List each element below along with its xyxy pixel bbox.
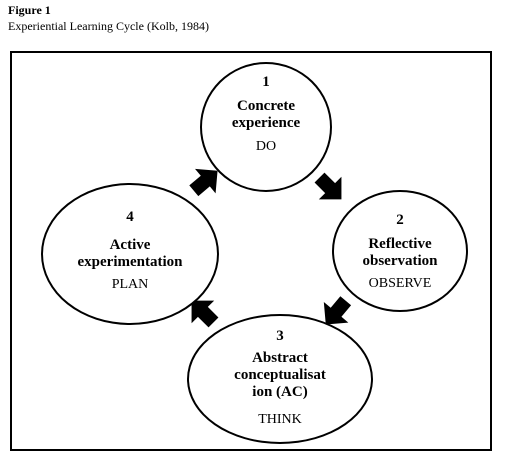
stage-1-number: 1: [262, 74, 270, 90]
stage-3-action: THINK: [258, 412, 302, 427]
stage-4-ellipse: 4 Active experimentation PLAN: [41, 183, 219, 325]
stage-4-title: Active experimentation: [77, 237, 183, 270]
stage-1-action: DO: [255, 139, 277, 154]
diagram-frame: [10, 51, 492, 451]
stage-2-ellipse: 2 Reflective observation OBSERVE: [332, 190, 468, 312]
stage-1-title: Concrete experience: [231, 98, 301, 131]
arrow-2-to-3-icon: [323, 296, 352, 325]
arrow-4-to-1-icon: [189, 168, 218, 197]
stage-1-ellipse: 1 Concrete experience DO: [200, 62, 332, 192]
figure-caption: Experiential Learning Cycle (Kolb, 1984): [8, 19, 209, 33]
stage-3-title: Abstract conceptualisat ion (AC): [234, 350, 326, 400]
stage-3-number: 3: [276, 328, 284, 344]
stage-4-number: 4: [126, 209, 134, 225]
stage-3-ellipse: 3 Abstract conceptualisat ion (AC) THINK: [187, 314, 373, 444]
arrow-3-to-4-icon: [191, 300, 219, 328]
arrow-1-to-2-icon: [314, 172, 342, 200]
figure-label: Figure 1: [8, 3, 51, 17]
stage-2-action: OBSERVE: [368, 276, 432, 291]
stage-4-action: PLAN: [111, 277, 149, 292]
stage-2-title: Reflective observation: [362, 236, 438, 269]
stage-2-number: 2: [396, 212, 404, 228]
